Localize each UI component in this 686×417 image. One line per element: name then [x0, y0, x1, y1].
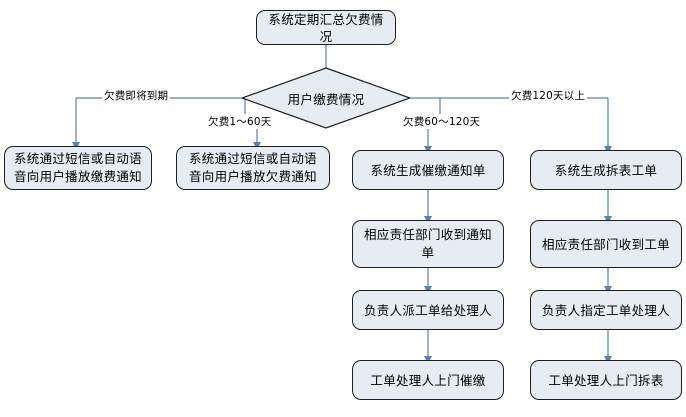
- node-c3-assign-work-order[interactable]: 负责人派工单给处理人: [352, 290, 504, 330]
- edge-label-branch4: 欠费120天以上: [509, 88, 588, 103]
- decision-payment-status[interactable]: 用户缴费情况: [241, 67, 411, 129]
- edge-label-branch1: 欠费即将到期: [102, 88, 171, 103]
- node-label: 负责人指定工单处理人: [541, 302, 670, 318]
- node-label: 系统生成催缴通知单: [370, 162, 486, 178]
- decision-label: 用户缴费情况: [287, 91, 365, 107]
- node-c4-designate-handler[interactable]: 负责人指定工单处理人: [530, 290, 682, 330]
- node-label: 相应责任部门收到通知单: [363, 227, 492, 260]
- node-c3-department-receives-notice[interactable]: 相应责任部门收到通知单: [352, 220, 504, 268]
- node-label: 工单处理人上门拆表: [548, 372, 664, 388]
- node-c2-sms-overdue-notice[interactable]: 系统通过短信或自动语音向用户播放欠费通知: [176, 146, 330, 190]
- node-label: 负责人派工单给处理人: [363, 302, 492, 318]
- edge-label-branch2: 欠费1～60天: [206, 114, 274, 129]
- node-summary-overdue[interactable]: 系统定期汇总欠费情况: [256, 10, 396, 45]
- node-label: 系统定期汇总欠费情况: [268, 11, 384, 44]
- node-c4-onsite-meter-removal[interactable]: 工单处理人上门拆表: [530, 360, 682, 400]
- node-c4-department-receives-order[interactable]: 相应责任部门收到工单: [530, 220, 682, 268]
- diamond-shape: [241, 67, 411, 129]
- node-label: 系统通过短信或自动语音向用户播放缴费通知: [13, 151, 142, 184]
- node-c3-generate-reminder-notice[interactable]: 系统生成催缴通知单: [352, 150, 504, 190]
- edge-label-branch3: 欠费60～120天: [401, 114, 483, 129]
- node-c4-generate-meter-removal-order[interactable]: 系统生成拆表工单: [530, 150, 682, 190]
- node-c1-sms-payment-notice[interactable]: 系统通过短信或自动语音向用户播放缴费通知: [4, 146, 152, 190]
- node-label: 系统生成拆表工单: [554, 162, 658, 178]
- node-label: 工单处理人上门催缴: [370, 372, 486, 388]
- node-c3-onsite-reminder[interactable]: 工单处理人上门催缴: [352, 360, 504, 400]
- node-label: 系统通过短信或自动语音向用户播放欠费通知: [188, 151, 317, 184]
- node-label: 相应责任部门收到工单: [541, 236, 670, 252]
